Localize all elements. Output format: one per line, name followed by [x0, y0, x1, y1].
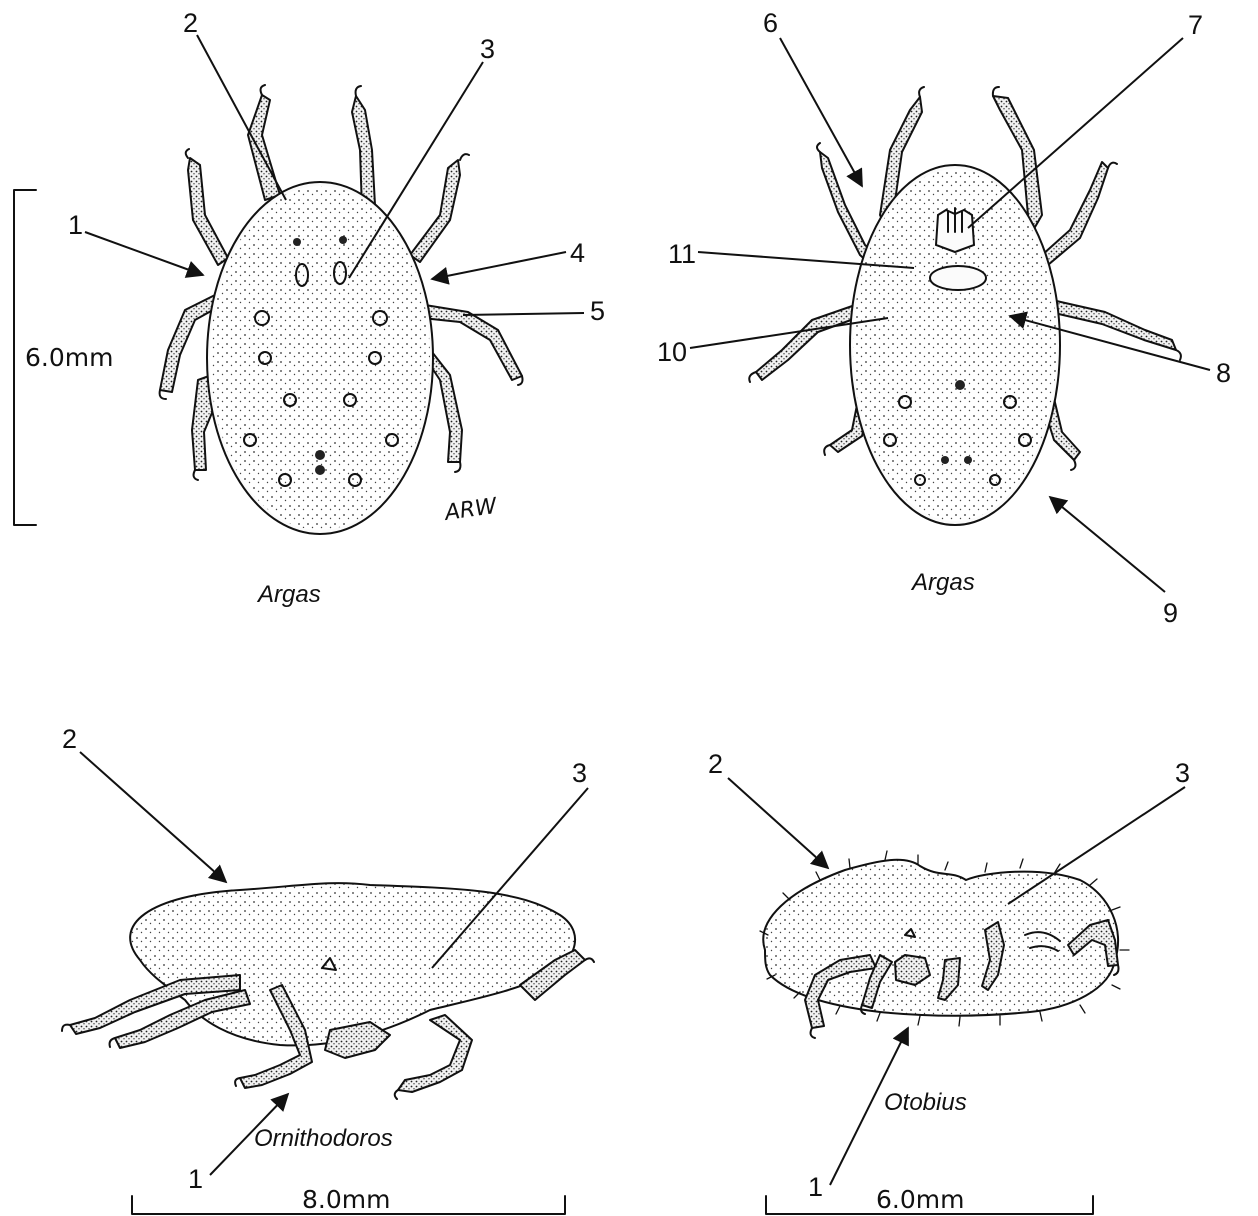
- callout-number: 7: [1188, 10, 1203, 40]
- callout-number: 11: [668, 239, 696, 269]
- panel-ornithodoros: 2 3 1 Ornithodoros 8.0mm: [62, 724, 594, 1214]
- scale-bar-label: 6.0mm: [876, 1185, 964, 1214]
- ornithodoros-body: [130, 883, 575, 1045]
- callout-number: 2: [62, 724, 77, 754]
- caption-otobius: Otobius: [884, 1089, 967, 1116]
- scale-bar-label: 8.0mm: [302, 1185, 390, 1214]
- panel-otobius: 2 3 1 Otobius 6.0mm: [708, 749, 1190, 1214]
- callout-number: 10: [657, 337, 687, 367]
- callout-number: 1: [68, 210, 83, 240]
- scale-bar-label: 6.0mm: [25, 343, 113, 372]
- callout-number: 4: [570, 238, 585, 268]
- callout-number: 5: [590, 296, 605, 326]
- caption-argas-dorsal: Argas: [256, 581, 321, 608]
- caption-ornithodoros: Ornithodoros: [254, 1125, 393, 1152]
- callout-number: 2: [183, 8, 198, 38]
- callout-number: 2: [708, 749, 723, 779]
- caption-argas-ventral: Argas: [910, 569, 975, 596]
- callout-number: 3: [480, 34, 495, 64]
- artist-signature: ARW: [441, 494, 499, 526]
- callout-number: 1: [188, 1164, 203, 1194]
- genital-opening: [930, 266, 986, 290]
- scale-bar-6mm-vertical: 6.0mm: [14, 190, 113, 525]
- panel-argas-dorsal: 6.0mm ARW 1: [14, 8, 605, 608]
- callout-number: 3: [1175, 758, 1190, 788]
- dorsal-stippling: [210, 186, 430, 530]
- panel-argas-ventral: 6 7 8 9 10 11 Argas: [657, 8, 1231, 628]
- callout-number: 8: [1216, 358, 1231, 388]
- anus: [955, 380, 965, 390]
- callout-number: 9: [1163, 598, 1178, 628]
- callout-number: 1: [808, 1172, 823, 1202]
- callout-number: 6: [763, 8, 778, 38]
- callout-number: 3: [572, 758, 587, 788]
